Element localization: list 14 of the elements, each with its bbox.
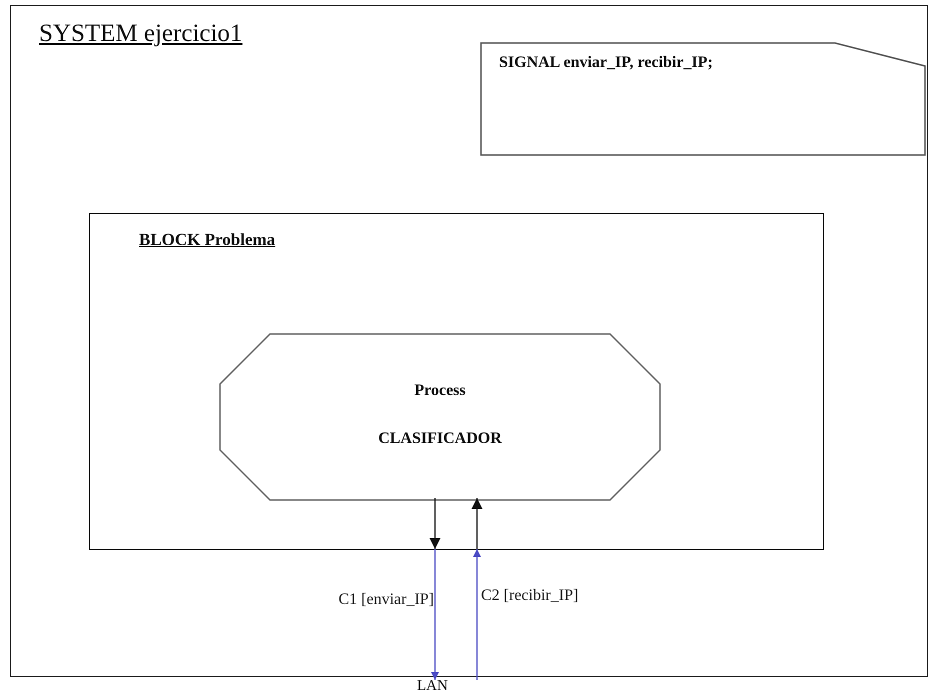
process-name: CLASIFICADOR bbox=[377, 430, 503, 448]
system-title: SYSTEM ejercicio1 bbox=[39, 20, 242, 48]
signal-declaration: SIGNAL enviar_IP, recibir_IP; bbox=[499, 54, 713, 72]
arrow bbox=[473, 549, 481, 680]
channel-label: C2 [recibir_IP] bbox=[481, 587, 578, 605]
arrow bbox=[430, 498, 440, 549]
block-frame bbox=[89, 213, 824, 550]
process-keyword: Process bbox=[413, 382, 467, 400]
arrow bbox=[431, 549, 439, 680]
lan-label: LAN bbox=[417, 678, 448, 695]
channel-label: C1 [enviar_IP] bbox=[338, 591, 434, 609]
arrow bbox=[472, 498, 482, 549]
system-frame bbox=[10, 5, 928, 677]
block-title: BLOCK Problema bbox=[139, 230, 276, 250]
